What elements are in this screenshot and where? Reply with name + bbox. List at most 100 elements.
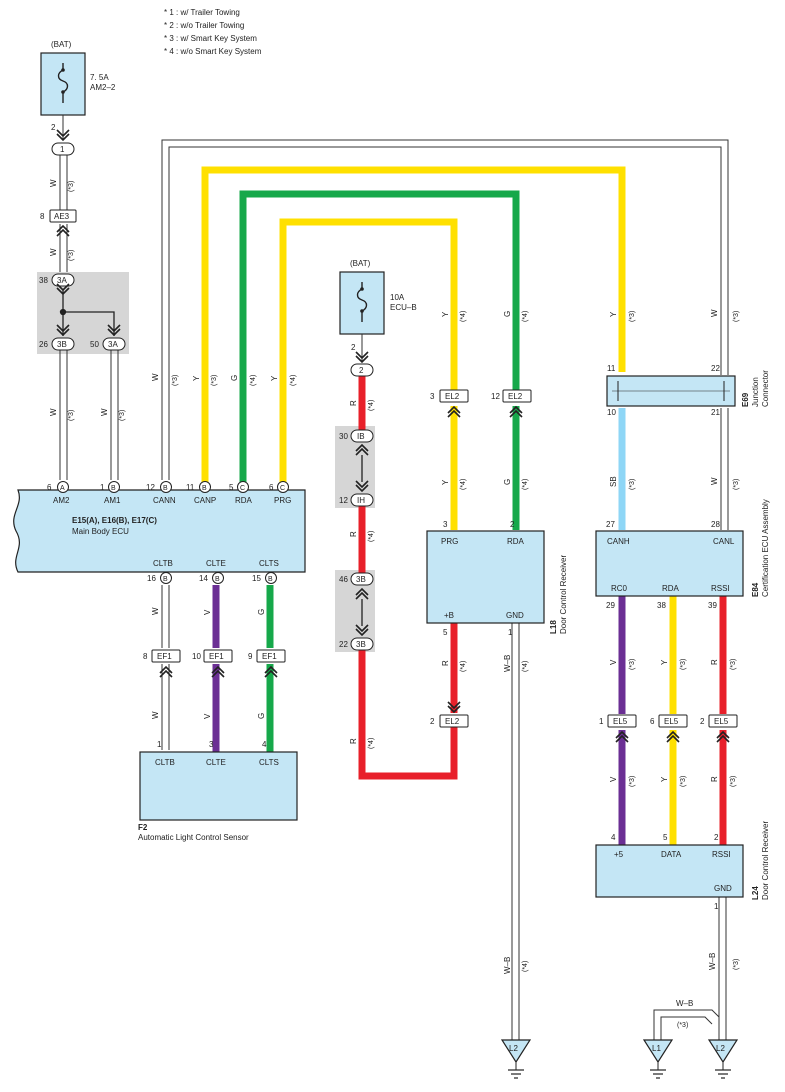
lbl-r-2: R bbox=[349, 531, 358, 537]
pin-label: 22 bbox=[711, 364, 720, 373]
pin-label: L2 bbox=[509, 1044, 518, 1053]
ae3-name: AE3 bbox=[54, 212, 70, 221]
e69-name: Junction bbox=[751, 377, 760, 407]
lbl-r-4: R bbox=[441, 660, 450, 666]
lbl-g-3: G bbox=[503, 479, 512, 485]
ef1b-name: EF1 bbox=[209, 652, 224, 661]
ih12-name: IH bbox=[357, 496, 365, 505]
pin-label: CANL bbox=[713, 537, 735, 546]
pin-label: 1 bbox=[100, 483, 105, 492]
l24-id: L24 bbox=[751, 886, 760, 900]
lbl-n3-15: (*3) bbox=[680, 776, 687, 787]
lbl-v-2: V bbox=[609, 776, 618, 782]
pin-label: CANP bbox=[194, 496, 216, 505]
door-control-receiver-l24: 4 5 2 +5 DATA RSSI GND 1 L24 Door Contro… bbox=[595, 821, 770, 911]
pin-label: RSSI bbox=[712, 850, 731, 859]
j50-name: 3A bbox=[108, 340, 118, 349]
ecu-pin-rda: 5 C RDA bbox=[229, 481, 253, 505]
lbl-w-2: W bbox=[49, 248, 58, 256]
pin-label: 14 bbox=[199, 574, 208, 583]
note-1: * 1 : w/ Trailer Towing bbox=[164, 8, 240, 17]
pin-label: PRG bbox=[441, 537, 458, 546]
el5c-name: EL5 bbox=[714, 717, 729, 726]
sensor-pin-1: 1 bbox=[157, 740, 162, 749]
pin-label: B bbox=[111, 485, 116, 492]
pin-label: 4 bbox=[611, 833, 616, 842]
light-control-sensor: 1 3 4 CLTB CLTE CLTS F2 Automatic Light … bbox=[138, 740, 298, 842]
sensor-name: Automatic Light Control Sensor bbox=[138, 833, 249, 842]
lbl-w-3: W bbox=[49, 408, 58, 416]
pin-label: CLTB bbox=[153, 559, 173, 568]
pin-label: 12 bbox=[146, 483, 155, 492]
lbl-wb-4: W–B bbox=[676, 999, 693, 1008]
lbl-w-4: W bbox=[100, 408, 109, 416]
lbl-r-1: R bbox=[349, 400, 358, 406]
j26-name: 3B bbox=[57, 340, 67, 349]
ef1c-pin: 9 bbox=[248, 652, 253, 661]
pin-label: 1 bbox=[508, 628, 513, 637]
inline-connectors: 8 AE3 38 3A 26 3B 50 3A 30 IB 12 IH 46 3… bbox=[39, 209, 738, 743]
lbl-n3-8: (*3) bbox=[733, 311, 740, 322]
lbl-n4-3: (*4) bbox=[368, 400, 375, 411]
pin-label: PRG bbox=[274, 496, 291, 505]
ecu-pin-clte: CLTE 14 B bbox=[199, 559, 226, 584]
pin-label: RDA bbox=[235, 496, 253, 505]
wire-labels: W (*3) W (*3) W (*3) W (*3) W (*3) Y (*3… bbox=[49, 179, 740, 1029]
el5b-name: EL5 bbox=[664, 717, 679, 726]
fuse-ecub-conn: 2 bbox=[359, 366, 364, 375]
wire-rda-green bbox=[239, 190, 520, 482]
pin-label: 5 bbox=[663, 833, 668, 842]
pin-label: DATA bbox=[661, 850, 682, 859]
el5a-name: EL5 bbox=[613, 717, 628, 726]
l24-name: Door Control Receiver bbox=[761, 821, 770, 900]
sensor-label-cltb: CLTB bbox=[155, 758, 175, 767]
sensor-pin-3: 3 bbox=[209, 740, 214, 749]
pin-label: 2 bbox=[714, 833, 719, 842]
pin-label: B bbox=[163, 576, 168, 583]
el2c-name: EL2 bbox=[445, 717, 460, 726]
lbl-w-1: W bbox=[49, 179, 58, 187]
j46-name: 3B bbox=[356, 575, 366, 584]
lbl-n4-12: (*4) bbox=[522, 961, 529, 972]
pin-label: 21 bbox=[711, 408, 720, 417]
pin-label: C bbox=[240, 485, 245, 492]
pin-label: RDA bbox=[662, 584, 680, 593]
pin-label: CLTE bbox=[206, 559, 226, 568]
pin-label: B bbox=[215, 576, 220, 583]
j50-pin: 50 bbox=[90, 340, 99, 349]
lbl-n3-14: (*3) bbox=[629, 776, 636, 787]
el5b-pin: 6 bbox=[650, 717, 655, 726]
fuse-ecub-pin: 2 bbox=[351, 343, 356, 352]
j46-pin: 46 bbox=[339, 575, 348, 584]
pin-label: 15 bbox=[252, 574, 261, 583]
pin-label: CLTS bbox=[259, 559, 279, 568]
note-2: * 2 : w/o Trailer Towing bbox=[164, 21, 244, 30]
ecu-name: E15(A), E16(B), E17(C) bbox=[72, 516, 157, 525]
lbl-n4-8: (*4) bbox=[460, 479, 467, 490]
pin-label: 16 bbox=[147, 574, 156, 583]
l18-name: Door Control Receiver bbox=[559, 555, 568, 634]
pin-label: 5 bbox=[443, 628, 448, 637]
lbl-y-1: Y bbox=[192, 375, 201, 381]
ih12-pin: 12 bbox=[339, 496, 348, 505]
ib30-name: IB bbox=[357, 432, 365, 441]
certification-ecu-e84: 27 28 CANH CANL RC0 RDA RSSI 29 38 39 E8… bbox=[595, 499, 770, 610]
pin-label: 1 bbox=[714, 902, 719, 911]
pin-label: L2 bbox=[716, 1044, 725, 1053]
e69-name2: Connector bbox=[761, 370, 770, 407]
el2a-name: EL2 bbox=[445, 392, 460, 401]
fuse-ecub-rating: 10A bbox=[390, 293, 405, 302]
fuse-am2-rating: 7. 5A bbox=[90, 73, 109, 82]
lbl-v-3: V bbox=[203, 609, 212, 615]
pin-label: 10 bbox=[607, 408, 616, 417]
notes: * 1 : w/ Trailer Towing * 2 : w/o Traile… bbox=[164, 8, 262, 56]
lbl-n4-1: (*4) bbox=[250, 375, 257, 386]
wires-colored bbox=[201, 166, 727, 845]
pin-label: GND bbox=[506, 611, 524, 620]
lbl-sb-1: SB bbox=[609, 476, 618, 487]
lbl-n3-4: (*3) bbox=[119, 410, 126, 421]
lbl-y-7: Y bbox=[660, 776, 669, 782]
lbl-n3-12: (*3) bbox=[680, 659, 687, 670]
pin-label: 39 bbox=[708, 601, 717, 610]
lbl-y-3: Y bbox=[441, 311, 450, 317]
